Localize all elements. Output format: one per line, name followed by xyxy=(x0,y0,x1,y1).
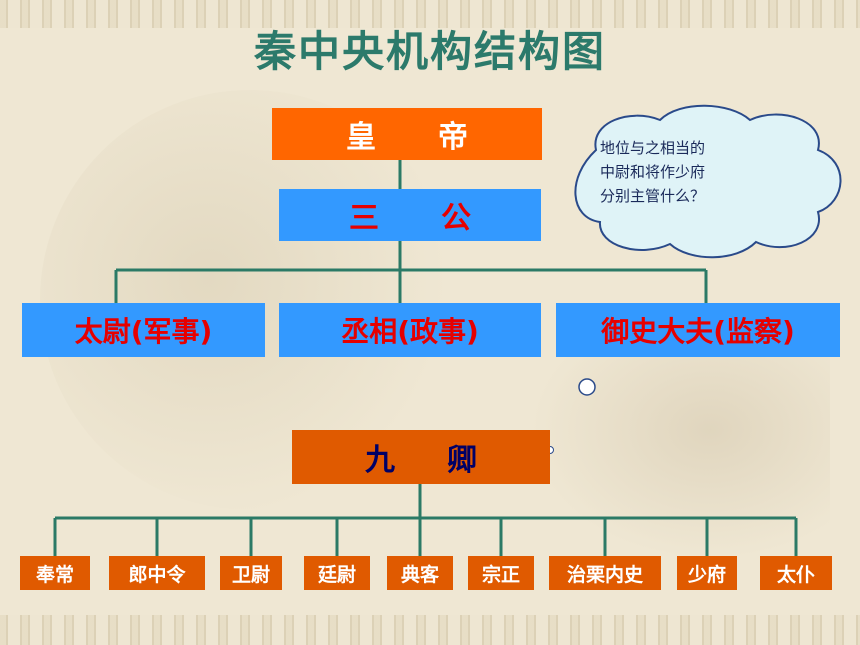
node-qing: 宗正 xyxy=(468,556,534,590)
node-yushidafu: 御史大夫(监察) xyxy=(556,303,840,357)
node-qing: 太仆 xyxy=(760,556,832,590)
node-qing: 奉常 xyxy=(20,556,90,590)
node-qing: 卫尉 xyxy=(220,556,282,590)
bubble-line: 中尉和将作少府 xyxy=(600,163,706,181)
thought-bubble-dot-large xyxy=(578,378,596,396)
node-qing: 少府 xyxy=(677,556,737,590)
node-sangong: 三公 xyxy=(279,189,541,241)
thought-bubble-cloud xyxy=(574,104,842,259)
bubble-line: 分别主管什么？ xyxy=(600,187,706,205)
node-qing: 治栗内史 xyxy=(549,556,661,590)
node-taiwei: 太尉(军事) xyxy=(22,303,265,357)
node-emperor: 皇帝 xyxy=(272,108,542,160)
page-title: 秦中央机构结构图 xyxy=(253,27,606,76)
node-jiuqing: 九卿 xyxy=(292,430,550,484)
node-qing: 郎中令 xyxy=(109,556,205,590)
node-qing: 廷尉 xyxy=(304,556,370,590)
bubble-line: 地位与之相当的 xyxy=(600,139,706,157)
decorative-border-bottom xyxy=(0,615,860,645)
thought-bubble-text: 地位与之相当的 中尉和将作少府 分别主管什么？ xyxy=(600,136,800,208)
decorative-border-top xyxy=(0,0,860,28)
node-chengxiang: 丞相(政事) xyxy=(279,303,541,357)
node-qing: 典客 xyxy=(387,556,453,590)
